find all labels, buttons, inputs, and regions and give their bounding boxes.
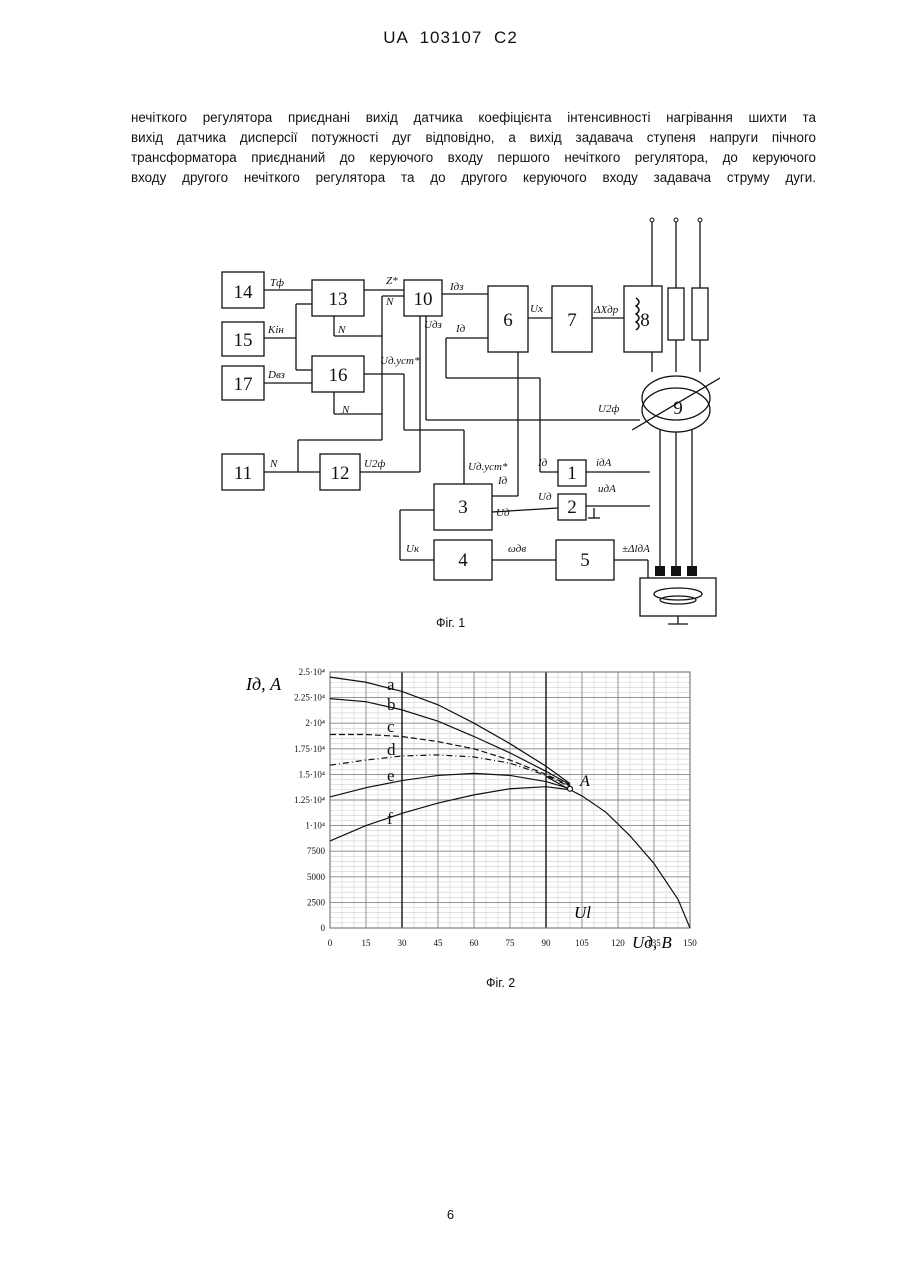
curve-label-f: f (387, 809, 393, 828)
x-tick-label: 15 (362, 938, 372, 948)
label-block-8: 8 (640, 310, 650, 331)
x-tick-label: 45 (434, 938, 444, 948)
signal-label: N (341, 404, 350, 416)
signal-label: U2ф (364, 458, 385, 470)
paragraph-line: вихід датчика дисперсії потужності дуг в… (131, 128, 816, 148)
signal-label: Iд (455, 323, 466, 335)
y-tick-label: 2.5·10⁴ (299, 667, 325, 677)
signal-label: ±ΔlдА (622, 543, 650, 555)
curve-label-a: a (387, 675, 395, 694)
x-tick-label: 30 (398, 938, 408, 948)
signal-label: Iд (497, 475, 508, 487)
label-block-9: 9 (673, 398, 683, 419)
label-block-4: 4 (458, 550, 468, 571)
curve-label-b: b (387, 695, 396, 714)
paragraph-line: входу другого нечіткого регулятора та до… (131, 168, 816, 188)
y-tick-label: 1.75·10⁴ (294, 744, 325, 754)
curve-label-c: c (387, 717, 395, 736)
page-number: 6 (0, 1207, 901, 1222)
x-tick-label: 60 (470, 938, 480, 948)
ul-line-label: Ul (574, 903, 591, 922)
y-tick-label: 5000 (307, 872, 326, 882)
x-tick-label: 90 (542, 938, 552, 948)
label-block-12: 12 (331, 463, 350, 484)
figure-2-chart: 015304560759010512013515002500500075001·… (240, 660, 710, 960)
point-label-a: A (579, 773, 590, 790)
signal-label: Dвз (267, 369, 285, 381)
signal-label: ΔXдр (593, 304, 619, 316)
x-tick-label: 75 (506, 938, 516, 948)
signal-label: Ux (530, 303, 543, 315)
label-block-6: 6 (503, 310, 513, 331)
signal-label: Iд (537, 457, 548, 469)
label-block-5: 5 (580, 550, 590, 571)
signal-label: ωдв (508, 543, 526, 555)
signal-label: Z* (386, 275, 398, 287)
patent-header: UA 103107 C2 (0, 28, 901, 48)
signal-label: Uд (538, 491, 552, 503)
figure-1-diagram: 14 15 17 13 16 10 6 7 8 9 11 12 3 1 2 4 … (210, 212, 730, 630)
label-block-2: 2 (567, 497, 577, 518)
signal-label: Tф (270, 277, 284, 289)
signal-label: N (269, 458, 278, 470)
x-tick-label: 150 (683, 938, 697, 948)
label-block-14: 14 (234, 282, 254, 303)
label-block-10: 10 (414, 289, 433, 310)
signal-label: U2ф (598, 403, 619, 415)
y-tick-label: 0 (321, 923, 326, 933)
label-block-1: 1 (567, 463, 577, 484)
signal-label: Uдз (424, 319, 442, 331)
signal-label: Uд (496, 507, 510, 519)
signal-label: N (385, 296, 394, 308)
curve-label-d: d (387, 740, 396, 759)
signal-label: N (337, 324, 346, 336)
body-paragraph: нечіткого регулятора приєднані вихід дат… (131, 108, 816, 188)
signal-label: Uк (406, 543, 420, 555)
y-tick-label: 2·10⁴ (305, 718, 325, 728)
y-tick-label: 7500 (307, 846, 326, 856)
label-block-15: 15 (234, 330, 253, 351)
signal-label: uдА (598, 483, 616, 495)
signal-label: Uд.уст* (380, 355, 420, 367)
figure-2-caption: Фіг. 2 (486, 976, 515, 990)
signal-label: Iдз (449, 281, 464, 293)
signal-label: iдА (596, 457, 612, 469)
x-tick-label: 105 (575, 938, 589, 948)
x-axis-label: Uд, B (632, 933, 672, 952)
signal-label: Uд.уст* (468, 461, 508, 473)
curve-label-e: e (387, 766, 395, 785)
paragraph-line: нечіткого регулятора приєднані вихід дат… (131, 108, 816, 128)
label-block-11: 11 (234, 463, 252, 484)
y-tick-label: 1.25·10⁴ (294, 795, 325, 805)
figure-1-caption: Фіг. 1 (436, 616, 465, 630)
label-block-7: 7 (567, 310, 577, 331)
x-tick-label: 120 (611, 938, 625, 948)
y-axis-label: Iд, A (245, 674, 282, 694)
label-block-13: 13 (329, 289, 348, 310)
point-a-marker (568, 786, 573, 791)
y-tick-label: 1.5·10⁴ (299, 769, 325, 779)
signal-label: Kін (267, 324, 284, 336)
x-tick-label: 0 (328, 938, 333, 948)
paragraph-line: трансформатора приєднаний до керуючого в… (131, 148, 816, 168)
label-block-3: 3 (458, 497, 468, 518)
y-tick-label: 2500 (307, 897, 326, 907)
y-tick-label: 1·10⁴ (305, 821, 325, 831)
label-block-17: 17 (234, 374, 253, 395)
label-block-16: 16 (329, 365, 348, 386)
y-tick-label: 2.25·10⁴ (294, 693, 325, 703)
